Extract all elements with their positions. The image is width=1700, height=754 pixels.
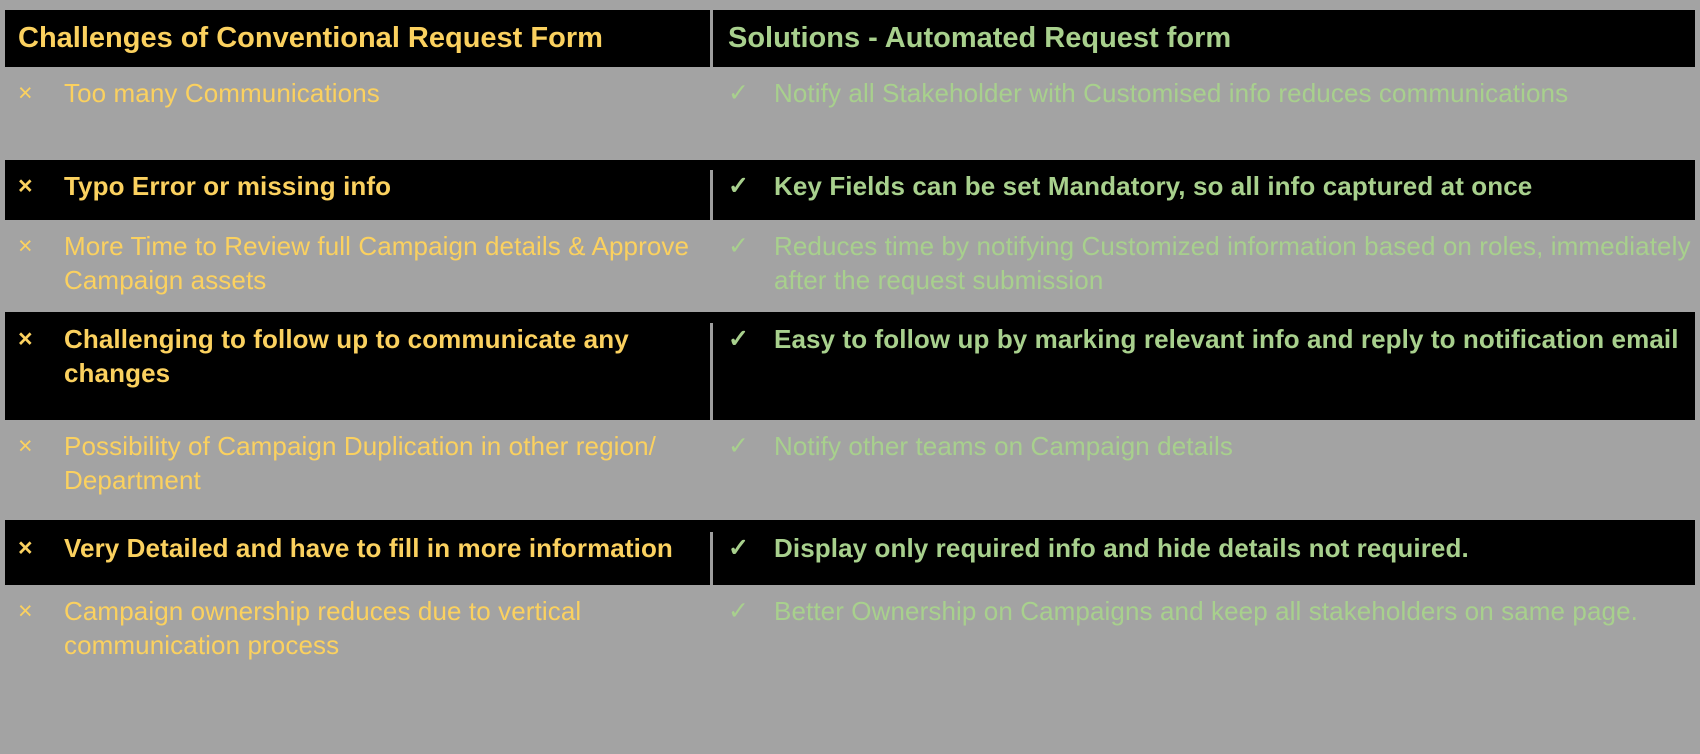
solution-cell: ✓ Key Fields can be set Mandatory, so al… (710, 170, 1695, 220)
challenge-cell: × Very Detailed and have to fill in more… (5, 532, 710, 585)
check-mark-icon: ✓ (728, 172, 749, 200)
cross-mark-icon: × (18, 432, 33, 460)
challenge-text: Very Detailed and have to fill in more i… (64, 533, 673, 563)
header-title-challenges: Challenges of Conventional Request Form (18, 21, 603, 54)
solution-cell: ✓ Display only required info and hide de… (710, 532, 1695, 585)
check-mark-icon: ✓ (728, 79, 749, 107)
check-mark-icon: ✓ (728, 432, 749, 460)
solution-text: Notify other teams on Campaign details (774, 431, 1234, 461)
challenge-cell: × More Time to Review full Campaign deta… (5, 230, 710, 312)
cross-mark-icon: × (18, 597, 33, 625)
challenge-cell: × Typo Error or missing info (5, 170, 710, 220)
challenge-cell: × Too many Communications (5, 77, 710, 160)
solution-cell: ✓ Notify other teams on Campaign details (710, 430, 1695, 520)
cross-mark-icon: × (18, 79, 33, 107)
solution-text: Key Fields can be set Mandatory, so all … (774, 171, 1533, 201)
solution-text: Reduces time by notifying Customized inf… (774, 231, 1691, 295)
solution-text: Easy to follow up by marking relevant in… (774, 324, 1679, 354)
solution-cell: ✓ Notify all Stakeholder with Customised… (710, 77, 1695, 160)
challenge-text: Possibility of Campaign Duplication in o… (64, 431, 656, 495)
challenge-text: Typo Error or missing info (64, 171, 392, 201)
check-mark-icon: ✓ (728, 534, 749, 562)
table-row: × Challenging to follow up to communicat… (0, 312, 1700, 420)
table-row: × Very Detailed and have to fill in more… (0, 520, 1700, 585)
cross-mark-icon: × (18, 172, 33, 200)
challenge-cell: × Campaign ownership reduces due to vert… (5, 595, 710, 695)
challenge-cell: × Possibility of Campaign Duplication in… (5, 430, 710, 520)
solution-cell: ✓ Reduces time by notifying Customized i… (710, 230, 1695, 312)
table-row: × Typo Error or missing info ✓ Key Field… (0, 160, 1700, 220)
solution-cell: ✓ Easy to follow up by marking relevant … (710, 323, 1695, 420)
cross-mark-icon: × (18, 325, 33, 353)
table-top-spacer (0, 0, 1700, 5)
table-row: × Too many Communications ✓ Notify all S… (0, 67, 1700, 160)
cross-mark-icon: × (18, 232, 33, 260)
solution-text: Display only required info and hide deta… (774, 533, 1469, 563)
challenge-text: Campaign ownership reduces due to vertic… (64, 596, 582, 660)
table-header-row: Challenges of Conventional Request Form … (0, 5, 1700, 67)
solution-cell: ✓ Better Ownership on Campaigns and keep… (710, 595, 1695, 695)
header-cell-solutions: Solutions - Automated Request form (710, 10, 1695, 67)
challenge-cell: × Challenging to follow up to communicat… (5, 323, 710, 420)
table-row: × Campaign ownership reduces due to vert… (0, 585, 1700, 695)
table-row: × More Time to Review full Campaign deta… (0, 220, 1700, 312)
challenge-text: Challenging to follow up to communicate … (64, 324, 629, 388)
challenge-text: More Time to Review full Campaign detail… (64, 231, 690, 295)
check-mark-icon: ✓ (728, 325, 749, 353)
check-mark-icon: ✓ (728, 232, 749, 260)
challenge-text: Too many Communications (64, 78, 380, 108)
header-title-solutions: Solutions - Automated Request form (728, 21, 1232, 54)
solution-text: Better Ownership on Campaigns and keep a… (774, 596, 1638, 626)
check-mark-icon: ✓ (728, 597, 749, 625)
table-row: × Possibility of Campaign Duplication in… (0, 420, 1700, 520)
solution-text: Notify all Stakeholder with Customised i… (774, 78, 1569, 108)
table-bottom-spacer (0, 695, 1700, 754)
cross-mark-icon: × (18, 534, 33, 562)
header-cell-challenges: Challenges of Conventional Request Form (5, 10, 710, 67)
